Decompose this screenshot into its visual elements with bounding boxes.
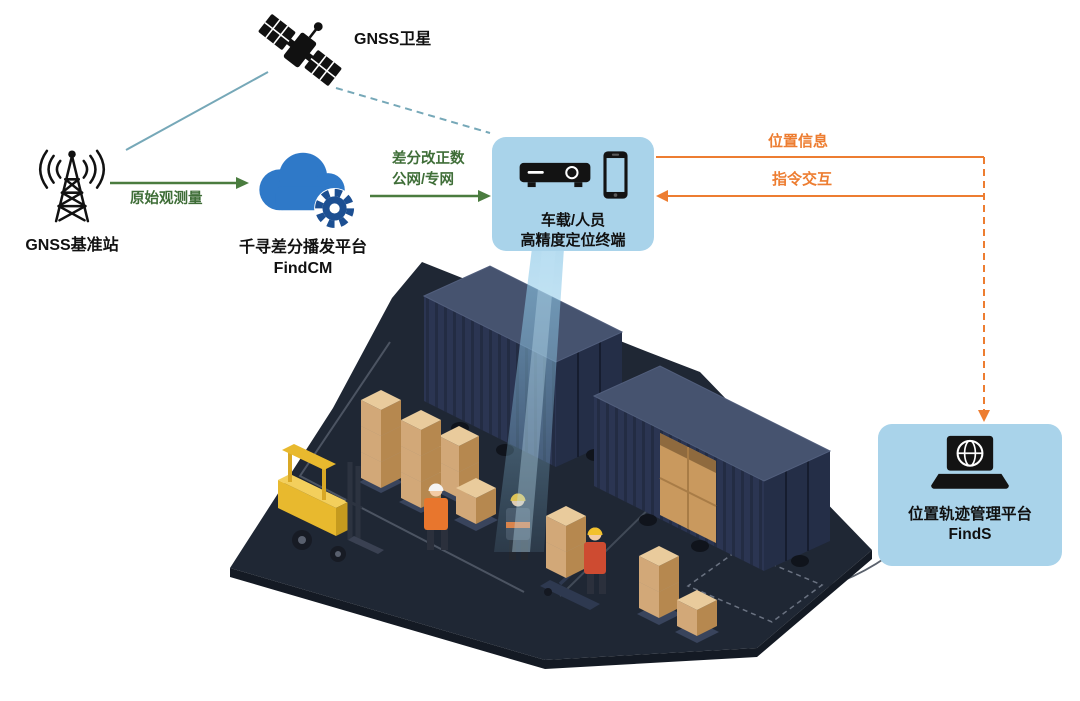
cloud-platform-title: 千寻差分播发平台 — [238, 239, 367, 256]
terminal-label-line2: 高精度定位终端 — [520, 231, 626, 249]
link-satellite-terminal — [335, 87, 491, 134]
shipping-container-1 — [422, 265, 624, 467]
link-raw-observation — [110, 177, 249, 189]
management-node: 位置轨迹管理平台 FindS — [878, 424, 1062, 566]
satellite-label: GNSS卫星 — [354, 31, 432, 48]
warehouse-scene — [230, 248, 872, 669]
cloud-platform-product: FindCM — [273, 259, 333, 277]
terminal-label-line1: 车载/人员 — [540, 212, 606, 229]
gear — [315, 188, 355, 228]
positioning-beam — [494, 248, 564, 552]
correction-label-line2: 公网/专网 — [392, 172, 455, 189]
link-satellite-basestation — [125, 71, 269, 151]
link-correction — [370, 190, 491, 202]
correction-label-line1: 差分改正数 — [392, 151, 465, 167]
radio-tower-icon — [26, 140, 118, 232]
pallet-jack — [540, 506, 600, 610]
worker-3 — [584, 527, 606, 594]
base-station-label: GNSS基准站 — [25, 237, 119, 254]
shipping-container-2 — [592, 365, 832, 571]
container-open-goods — [659, 433, 717, 543]
marked-zone — [686, 549, 824, 623]
link-position-info — [656, 156, 990, 422]
correction-label: 差分改正数 公网/专网 — [392, 149, 465, 191]
command-label: 指令交互 — [772, 171, 833, 188]
management-label-product: FindS — [948, 526, 992, 544]
receiver-box-icon — [518, 158, 592, 197]
cloud-gear-icon — [238, 140, 368, 236]
laptop-globe-icon — [927, 434, 1013, 499]
pallet-stack-bottom — [637, 546, 719, 643]
cloud-platform-label: 千寻差分播发平台 FindCM — [210, 238, 396, 280]
yard-platform-edge — [230, 550, 872, 669]
position-info-label: 位置信息 — [768, 133, 829, 150]
raw-observation-label: 原始观测量 — [130, 191, 203, 207]
link-command — [656, 190, 984, 202]
forklift — [278, 444, 384, 562]
pallet-stack-left — [359, 390, 498, 531]
smartphone-icon — [602, 150, 629, 205]
lane-marking — [298, 341, 525, 593]
worker-1 — [424, 483, 448, 550]
satellite-icon — [252, 6, 348, 94]
management-label-title: 位置轨迹管理平台 — [907, 506, 1032, 523]
terminal-node: 车载/人员 高精度定位终端 — [492, 137, 654, 251]
